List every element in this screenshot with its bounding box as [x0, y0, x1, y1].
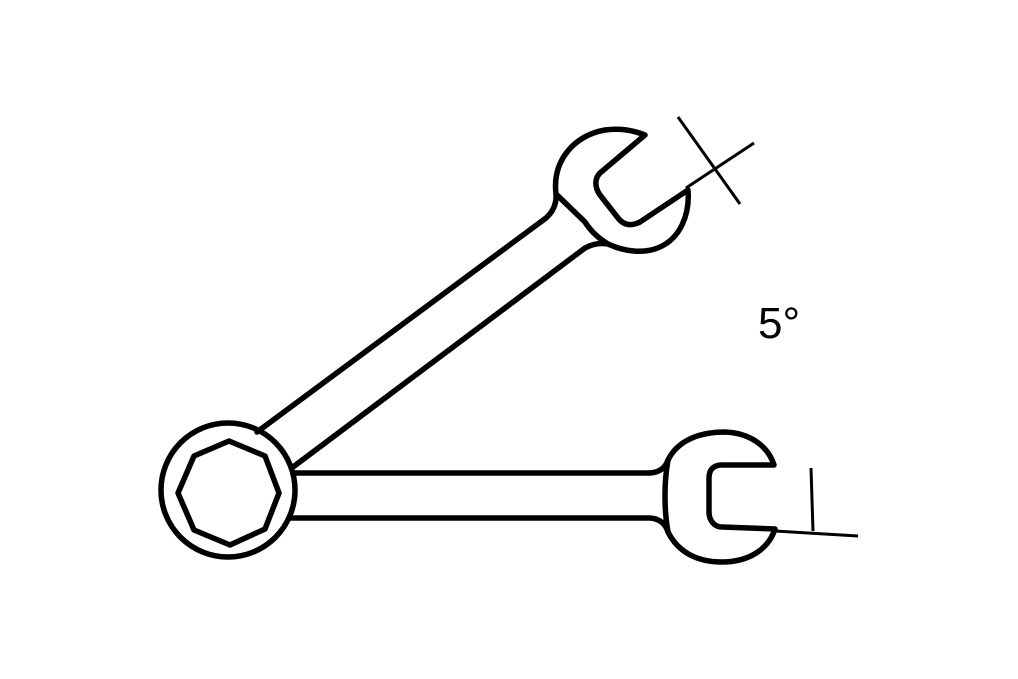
angle-label: 5°: [758, 299, 801, 348]
lower-wrench: [288, 429, 778, 565]
upper-wrench: [254, 126, 691, 470]
lower-angle-guide-lines: [774, 467, 859, 538]
upper-angle-guide-lines: [676, 116, 755, 205]
upper-open-end-jaw: [552, 126, 691, 254]
lower-open-end-jaw: [662, 429, 778, 565]
socket-octagon: [175, 438, 282, 548]
box-end-ring: [158, 420, 298, 560]
